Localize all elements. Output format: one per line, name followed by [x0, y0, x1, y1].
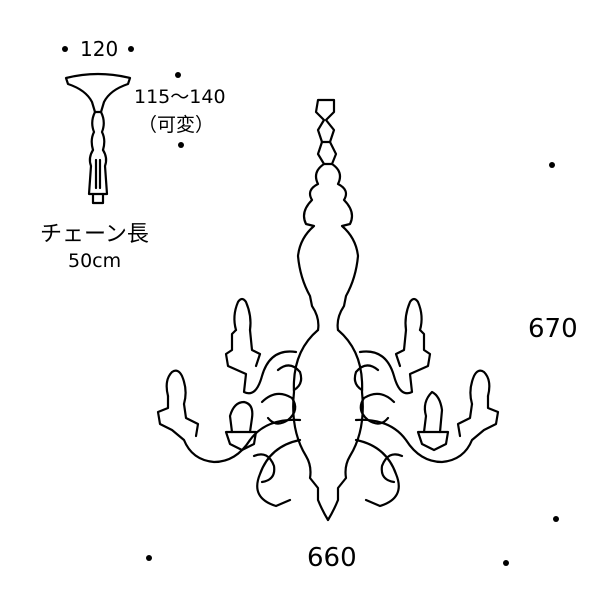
fixture-height-label: 670 [528, 314, 578, 344]
chain-length-label: チェーン長 [40, 222, 149, 247]
fixture-width-label: 660 [307, 543, 357, 573]
fixture-height-dot-bottom [553, 516, 559, 522]
chain-length-value: 50cm [68, 250, 122, 272]
canopy-height-label: 115～140 [134, 86, 226, 108]
canopy-drawing [64, 72, 132, 205]
canopy-width-dot-right [128, 46, 134, 52]
chandelier-drawing [156, 98, 500, 522]
canopy-width-label: 120 [80, 37, 119, 61]
canopy-height-dot-top [175, 72, 181, 78]
canopy-height-note: （可変） [138, 114, 215, 136]
canopy-width-dot-left [62, 46, 68, 52]
fixture-width-dot-right [503, 560, 509, 566]
fixture-width-dot-left [146, 555, 152, 561]
fixture-height-dot-top [549, 162, 555, 168]
canopy-height-dot-bottom [178, 142, 184, 148]
